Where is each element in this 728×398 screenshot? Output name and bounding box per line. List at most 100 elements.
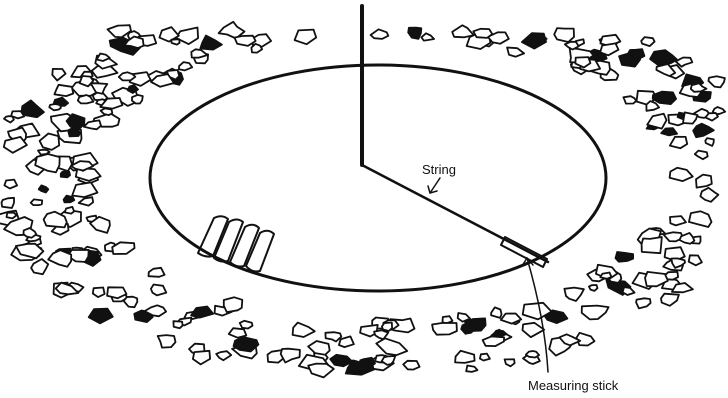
stone: [670, 168, 693, 181]
stone: [72, 182, 97, 197]
stone: [670, 137, 687, 148]
stone: [61, 172, 70, 178]
stone: [432, 323, 457, 335]
stone: [376, 338, 407, 355]
stone: [564, 288, 584, 301]
stone: [623, 287, 635, 295]
stone: [582, 306, 609, 320]
stone: [295, 30, 317, 45]
stone: [229, 328, 247, 338]
stone: [647, 114, 666, 129]
stone: [600, 43, 618, 55]
stone: [382, 323, 392, 332]
stone: [173, 321, 182, 328]
stone: [93, 288, 105, 298]
stone: [708, 76, 725, 87]
stone: [64, 196, 75, 203]
stone: [171, 39, 179, 44]
stone: [101, 108, 113, 115]
stone: [642, 237, 662, 253]
stone: [565, 42, 579, 50]
stone: [623, 96, 636, 103]
stone: [421, 33, 434, 40]
stone: [49, 104, 61, 110]
stone: [124, 37, 143, 49]
stone: [151, 285, 166, 296]
stone: [330, 355, 352, 367]
stone: [483, 336, 505, 346]
stone: [281, 349, 300, 363]
stone: [54, 85, 73, 96]
stone: [240, 321, 253, 329]
stone: [689, 211, 712, 227]
stone: [325, 332, 341, 341]
stone: [653, 92, 676, 105]
stone: [48, 250, 71, 267]
stone: [661, 294, 679, 306]
stone: [89, 309, 113, 324]
stone: [84, 120, 101, 129]
stone: [216, 351, 231, 360]
stone: [191, 49, 207, 57]
stone: [7, 213, 17, 219]
stone: [616, 252, 634, 262]
stone: [589, 285, 598, 291]
stone: [689, 255, 702, 265]
stone: [522, 33, 546, 48]
stone: [193, 351, 210, 365]
stone: [2, 198, 15, 208]
stone: [124, 297, 138, 308]
stone: [31, 199, 43, 205]
stone: [473, 29, 492, 38]
stone: [11, 111, 24, 118]
stone: [491, 307, 502, 318]
stone: [119, 72, 136, 80]
stone: [52, 69, 65, 81]
stone: [646, 101, 659, 111]
stone: [40, 134, 60, 150]
stone: [251, 44, 262, 53]
stone: [461, 322, 477, 334]
stone: [636, 298, 651, 308]
stone: [641, 37, 654, 46]
stone: [79, 197, 94, 205]
stone: [523, 323, 545, 337]
stone: [293, 323, 315, 337]
stone: [408, 28, 421, 39]
stone: [403, 361, 419, 370]
stone: [696, 175, 712, 188]
stone: [112, 242, 134, 254]
stone: [371, 29, 389, 39]
stone: [22, 100, 44, 117]
stone: [693, 124, 714, 138]
stone: [683, 112, 698, 123]
stone: [700, 188, 718, 202]
stone: [480, 354, 490, 361]
string-arrow: [428, 178, 440, 193]
stone: [670, 216, 686, 225]
stone: [158, 335, 176, 348]
stone: [224, 297, 243, 312]
stone: [308, 364, 334, 378]
stone: [577, 333, 595, 346]
stone: [507, 48, 524, 57]
bricks: [198, 216, 274, 271]
stone: [24, 228, 37, 238]
stone: [505, 359, 515, 366]
stone: [554, 28, 574, 42]
stone: [695, 151, 708, 160]
stone: [4, 180, 17, 189]
stone: [39, 185, 49, 192]
stone: [691, 83, 707, 92]
stone: [661, 128, 677, 135]
stone: [600, 273, 611, 279]
measuring-stick-label: Measuring stick: [528, 378, 619, 393]
stone: [466, 366, 477, 372]
stone: [132, 95, 143, 104]
stone: [4, 137, 27, 153]
stone: [705, 138, 714, 146]
stone: [191, 307, 213, 318]
stone: [665, 272, 678, 280]
stone: [149, 268, 165, 277]
